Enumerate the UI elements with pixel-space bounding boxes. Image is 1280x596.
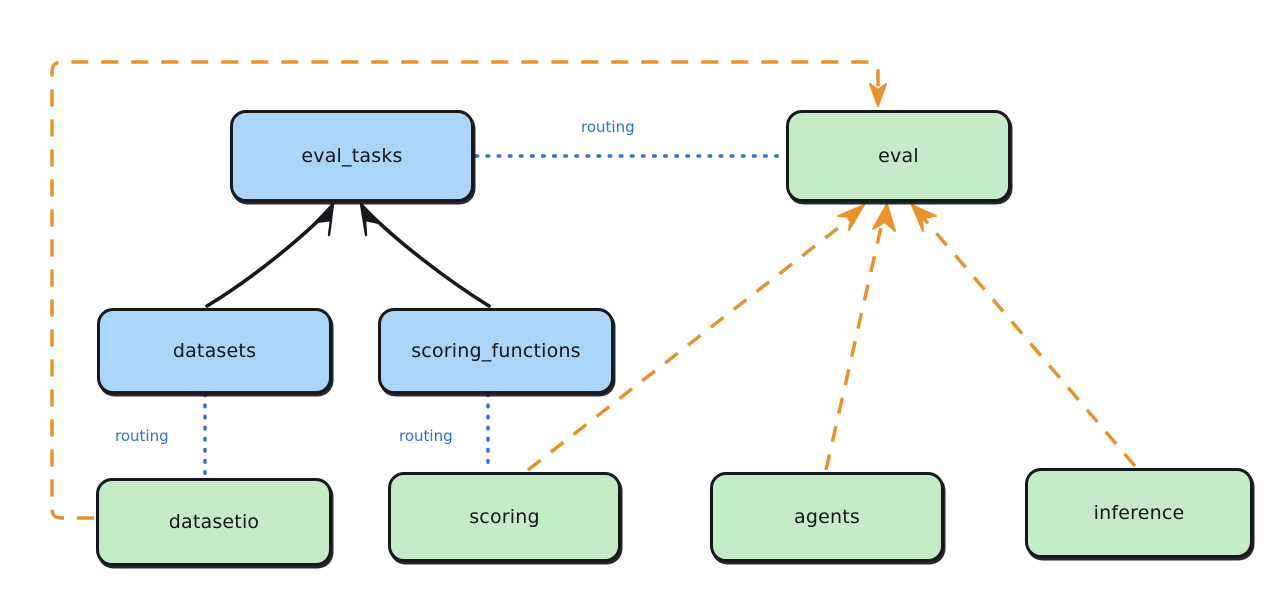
node-inference[interactable]: inference xyxy=(1025,468,1253,558)
node-datasetio[interactable]: datasetio xyxy=(96,478,332,566)
edge-datasets-to-eval-tasks xyxy=(205,202,335,308)
edge-scoring-functions-to-eval-tasks xyxy=(359,202,491,308)
node-label-scoring-functions: scoring_functions xyxy=(411,340,581,362)
node-datasets[interactable]: datasets xyxy=(97,308,332,394)
edge-datasetio-to-eval xyxy=(50,60,887,520)
edge-scoring-to-eval xyxy=(526,204,865,472)
node-label-agents: agents xyxy=(794,506,860,528)
edge-agents-to-eval xyxy=(824,203,896,471)
node-scoring-functions[interactable]: scoring_functions xyxy=(378,308,614,394)
node-label-eval-tasks: eval_tasks xyxy=(301,145,403,167)
node-label-datasetio: datasetio xyxy=(168,511,260,533)
node-agents[interactable]: agents xyxy=(710,472,944,562)
node-label-datasets: datasets xyxy=(172,340,257,362)
edge-inference-to-eval xyxy=(911,204,1137,468)
node-label-inference: inference xyxy=(1093,502,1185,524)
node-scoring[interactable]: scoring xyxy=(388,472,621,562)
node-label-scoring: scoring xyxy=(469,506,540,528)
edge-label-routing-datasets-datasetio: routing xyxy=(112,427,172,445)
edge-label-routing-scoring-functions-scoring: routing xyxy=(396,427,456,445)
node-label-eval: eval xyxy=(878,145,919,167)
node-eval-tasks[interactable]: eval_tasks xyxy=(230,110,474,202)
node-eval[interactable]: eval xyxy=(786,110,1011,202)
edge-label-routing-eval-tasks-eval: routing xyxy=(578,118,638,136)
